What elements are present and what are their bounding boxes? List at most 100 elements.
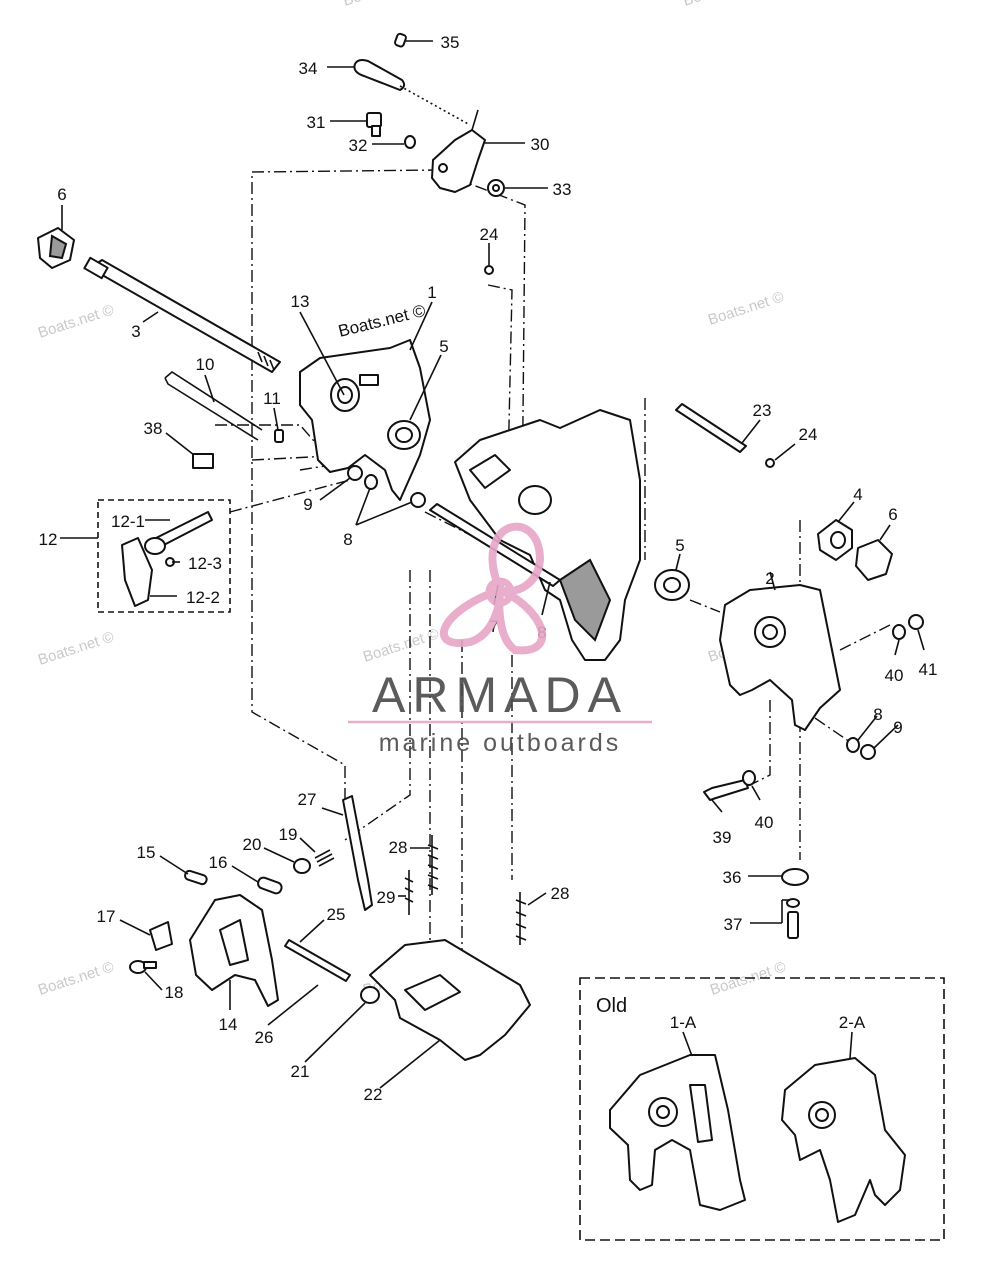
part-label: 12-2 [186, 588, 220, 607]
part-label: 24 [799, 425, 818, 444]
old-parts-box [579, 977, 945, 1241]
part-label: 36 [723, 868, 742, 887]
part-label: 30 [531, 135, 550, 154]
part-8-9-washer-nut-right [846, 737, 876, 760]
part-27-link [342, 795, 373, 911]
part-label: 18 [165, 983, 184, 1002]
part-label: 4 [853, 485, 862, 504]
part-label: 31 [307, 113, 326, 132]
old-box-title: Old [596, 995, 627, 1017]
part-4-bushing-right [817, 519, 853, 561]
part-19-spring [314, 849, 335, 867]
part-label: 15 [137, 843, 156, 862]
part-label: 5 [675, 536, 684, 555]
part-32-washer [404, 135, 416, 149]
part-swivel-housing [454, 409, 641, 661]
part-30-lever [431, 109, 486, 193]
part-label: 8 [343, 530, 352, 549]
brand-tagline: marine outboards [379, 729, 622, 757]
watermark-text: Boats.net © [36, 628, 116, 668]
part-9-nut-left [347, 465, 363, 481]
part-1-a-old-swivel-bracket [609, 1054, 746, 1211]
part-label: 20 [243, 835, 262, 854]
part-20-bushing [293, 858, 311, 874]
part-label: 40 [885, 666, 904, 685]
part-label: 6 [888, 505, 897, 524]
part-label: 13 [291, 292, 310, 311]
part-31-bolt [366, 112, 382, 137]
part-label: 28 [389, 838, 408, 857]
part-25-rod [284, 939, 351, 982]
part-33-washer [487, 179, 505, 197]
part-37-screw [786, 898, 800, 939]
part-12-group-box [97, 499, 231, 613]
part-5-bushing-right [654, 569, 690, 601]
watermark-text: Boats.net © [706, 288, 786, 328]
part-17-clip [149, 921, 173, 951]
old-label-2-a: 2-A [839, 1013, 866, 1032]
part-label: 35 [441, 33, 460, 52]
part-39-bolt [703, 779, 749, 801]
part-12-2-handle [121, 537, 153, 607]
brand-logo: ARMADA marine outboards [348, 522, 652, 757]
part-35-cotter-pin [394, 32, 407, 48]
part-14-bracket [189, 894, 279, 1007]
part-38-plate [192, 453, 214, 469]
part-label: 12-3 [188, 554, 222, 573]
part-label: 32 [349, 136, 368, 155]
part-3-tube [83, 256, 281, 373]
part-label: 14 [219, 1015, 238, 1034]
part-34-link-rod [353, 59, 471, 126]
part-label: 28 [551, 884, 570, 903]
part-label: 5 [439, 337, 448, 356]
part-label: 24 [480, 225, 499, 244]
part-18-screw [129, 960, 157, 974]
watermark-text: Boats.net © [341, 0, 421, 10]
copyright-label: Boats.net © [336, 301, 427, 341]
brand-name: ARMADA [372, 667, 628, 723]
part-label: 33 [553, 180, 572, 199]
part-8-washer-left [364, 474, 426, 508]
part-11-pin [274, 429, 284, 443]
part-label: 9 [893, 718, 902, 737]
propeller-icon [439, 522, 547, 655]
part-21-bushing [360, 986, 380, 1004]
part-1-swivel-bracket [299, 339, 431, 501]
part-6-knob-right [855, 539, 893, 581]
part-label: 19 [279, 825, 298, 844]
part-label: 11 [263, 389, 281, 408]
part-22-tilt-lock [369, 939, 531, 1061]
part-label: 12-1 [111, 512, 145, 531]
part-label: 25 [327, 905, 346, 924]
part-label: 12 [39, 530, 58, 549]
part-label: 26 [255, 1028, 274, 1047]
part-label: 17 [97, 907, 116, 926]
part-label: 38 [144, 419, 163, 438]
watermark-text: Boats.net © [681, 0, 761, 10]
part-15-pin [184, 869, 208, 886]
part-label: 41 [919, 660, 938, 679]
part-24-clip-right [765, 458, 775, 468]
part-29-spring [404, 870, 414, 915]
part-40-washer-lower [742, 770, 756, 786]
part-6-knob-left [37, 227, 75, 269]
part-label: 2 [765, 569, 774, 588]
part-40-41-washer-nut [892, 614, 924, 640]
part-10-rod [164, 371, 263, 441]
part-label: 21 [291, 1062, 310, 1081]
part-label: 37 [724, 915, 743, 934]
part-label: 8 [873, 705, 882, 724]
part-label: 23 [753, 401, 772, 420]
part-23-pin [675, 403, 747, 453]
part-label: 39 [713, 828, 732, 847]
part-label: 10 [196, 355, 215, 374]
watermark-text: Boats.net © [36, 301, 116, 341]
part-12-1-screw [144, 511, 213, 555]
part-label: 34 [299, 59, 318, 78]
part-label: 29 [377, 888, 396, 907]
part-24-clip-top [484, 265, 494, 275]
part-label: 1 [427, 283, 436, 302]
